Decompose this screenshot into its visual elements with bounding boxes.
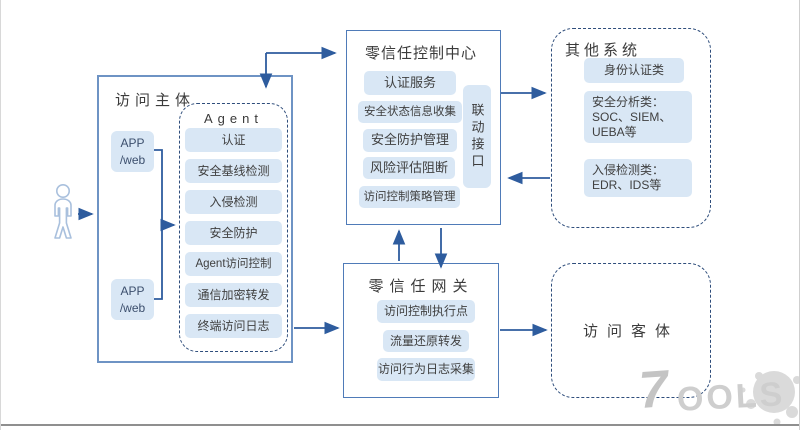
identity-auth-pill: 身份认证类 [584,58,684,83]
agent-item-access-control: Agent访问控制 [185,252,282,276]
app-web-line1: APP [120,135,145,150]
agent-item-intrusion: 入侵检测 [185,190,282,214]
gateway-item-behavior-log: 访问行为日志采集 [377,358,475,381]
watermark-text: OOLS [676,375,787,419]
splatter-icon [740,371,799,426]
agent-item-protection: 安全防护 [185,221,282,245]
app-web-line2: /web [119,152,146,167]
service-pill-protection-mgmt: 安全防护管理 [363,129,457,152]
analysis-line-1: 安全分析类： [592,94,665,109]
agent-item-encrypt-forward: 通信加密转发 [185,283,282,307]
service-pill-status-collect: 安全状态信息收集 [358,101,462,123]
gateway-item-traffic-forward: 流量还原转发 [383,330,469,352]
intrusion-line-2: EDR、IDS等 [592,178,662,192]
service-pill-risk-block: 风险评估阻断 [363,157,455,179]
object-box: 访问客体 [551,263,711,398]
intrusion-line-1: 入侵检测类： [592,163,665,177]
control-center-title: 零信任控制中心 [365,45,478,62]
service-pill-policy-mgmt: 访问控制策略管理 [359,186,460,208]
watermark-prefix: 7 [637,360,670,420]
watermark-logo: 7 OOLS [629,360,799,426]
gateway-title: 零信任网关 [368,278,474,295]
gateway-item-enforcement-point: 访问控制执行点 [377,300,475,323]
agent-item-terminal-log: 终端访问日志 [185,314,282,338]
agent-item-baseline: 安全基线检测 [185,159,282,183]
analysis-line-2: SOC、SIEM、 [592,109,672,124]
agent-label: Agent [204,111,263,126]
agent-item-auth: 认证 [185,128,282,152]
bottom-border [1,424,799,426]
analysis-line-3: UEBA等 [592,124,637,139]
security-analysis-pill: 安全分析类： SOC、SIEM、 UEBA等 [584,91,692,143]
intrusion-detection-pill: 入侵检测类： EDR、IDS等 [584,159,692,197]
other-systems-title: 其他系统 [565,42,642,59]
app-web-node-2: APP /web [111,279,154,320]
app-web-node-1: APP /web [111,131,154,172]
service-pill-auth: 认证服务 [364,71,456,95]
person-icon [54,184,72,239]
linkage-interface-pill: 联动接口 [463,85,491,188]
subject-title: 访问主体 [115,92,196,109]
app-web-line2: /web [119,300,146,315]
app-web-line1: APP [120,283,145,298]
object-title: 访问客体 [582,323,679,340]
